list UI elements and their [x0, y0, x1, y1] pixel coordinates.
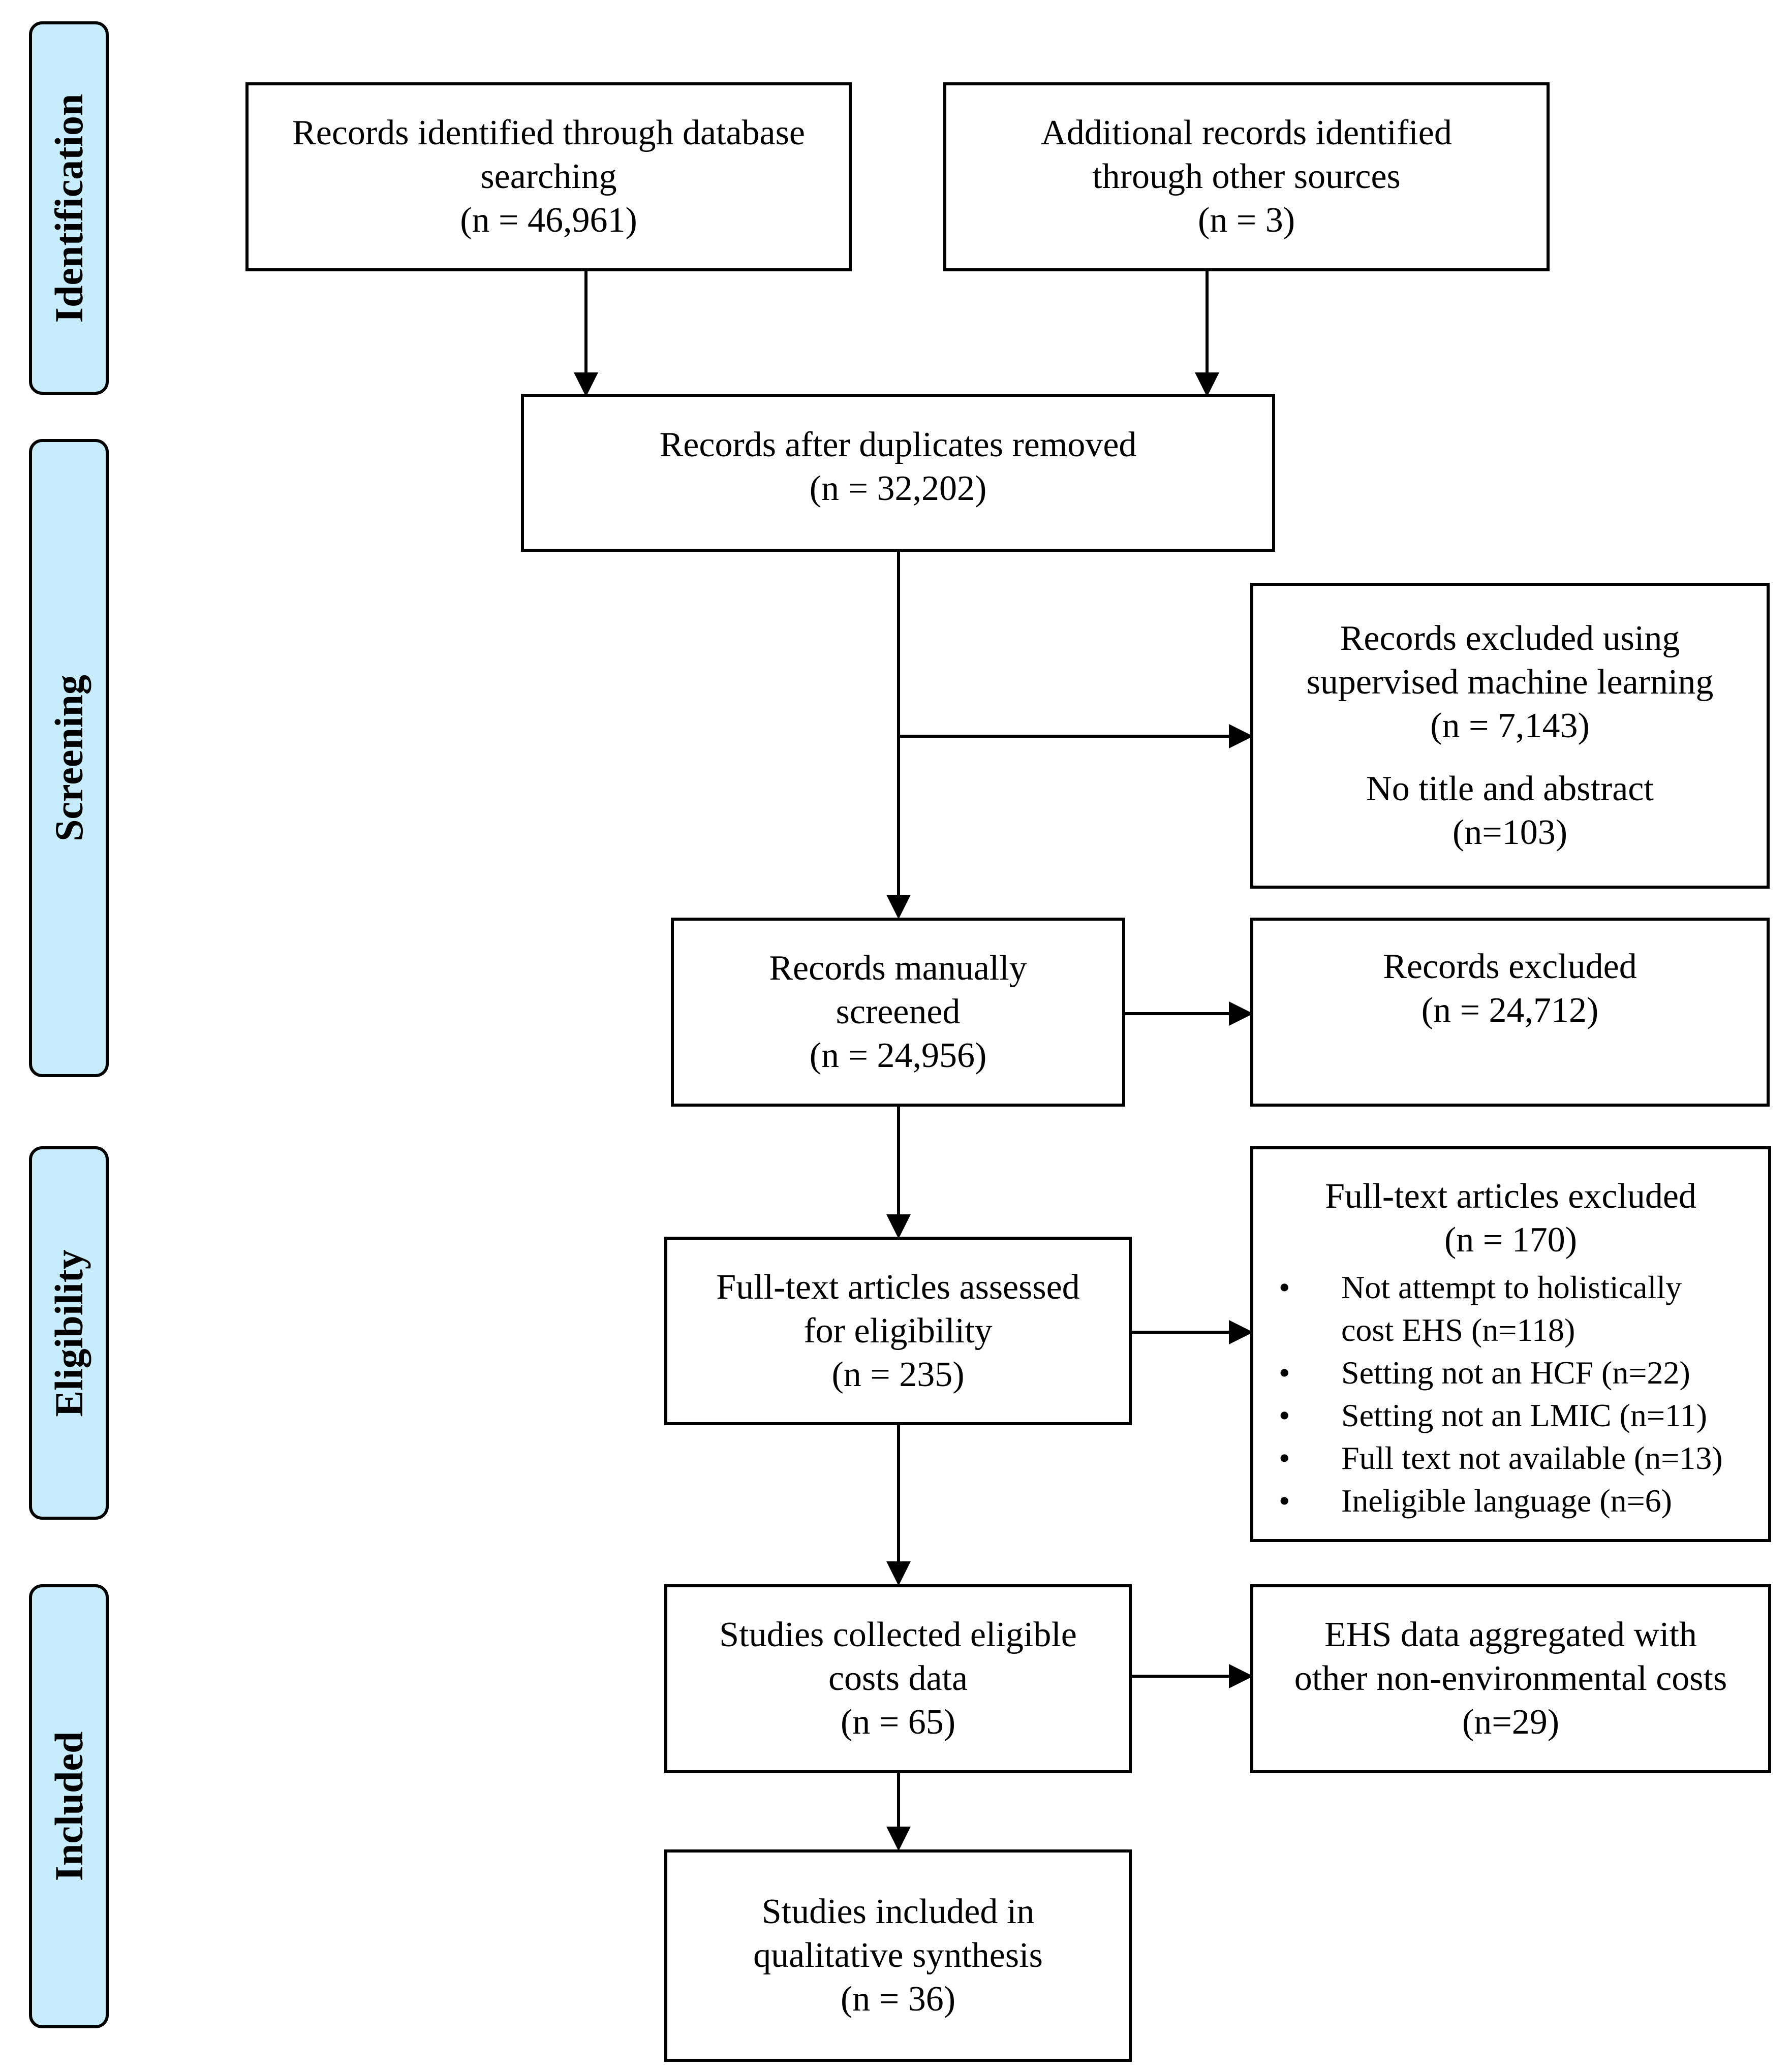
exclusion-reason-item: Full text not available (n=13) [1253, 1437, 1768, 1480]
reason-text: Full text not available (n=13) [1341, 1440, 1723, 1476]
other-sources-count: (n = 3) [1197, 201, 1295, 240]
box-records-excluded: Records excluded (n = 24,712) [1250, 918, 1770, 1107]
other-sources-line1: Additional records identified [1041, 113, 1452, 152]
box-aggregated: EHS data aggregated with other non-envir… [1250, 1584, 1771, 1773]
included-synthesis-line1: Studies included in [761, 1892, 1035, 1931]
phase-screening: Screening [29, 439, 109, 1077]
ml-excluded-count: (n = 7,143) [1430, 706, 1590, 745]
database-search-count: (n = 46,961) [460, 201, 637, 240]
box-included-synthesis: Studies included in qualitative synthesi… [664, 1849, 1132, 2062]
fulltext-assessed-line1: Full-text articles assessed [716, 1267, 1080, 1307]
no-abstract-line: No title and abstract [1366, 769, 1654, 808]
other-sources-line2: through other sources [1092, 157, 1401, 196]
aggregated-line2: other non-environmental costs [1294, 1659, 1727, 1698]
eligible-costs-line2: costs data [828, 1659, 968, 1698]
ml-excluded-line1: Records excluded using [1340, 619, 1680, 658]
exclusion-reason-item: Setting not an LMIC (n=11) [1253, 1394, 1768, 1437]
ml-excluded-line2: supervised machine learning [1306, 663, 1714, 702]
fulltext-excluded-title: Full-text articles excluded [1325, 1177, 1696, 1216]
box-eligible-costs: Studies collected eligible costs data (n… [664, 1584, 1132, 1773]
aggregated-line1: EHS data aggregated with [1324, 1615, 1697, 1654]
records-excluded-line1: Records excluded [1383, 947, 1637, 986]
records-excluded-count: (n = 24,712) [1421, 991, 1599, 1030]
exclusion-reasons-list: Not attempt to holistically cost EHS (n=… [1253, 1266, 1768, 1522]
reason-text: Not attempt to holistically [1341, 1269, 1682, 1305]
phase-included-label: Included [46, 1731, 91, 1881]
exclusion-reason-item: Not attempt to holistically cost EHS (n=… [1253, 1266, 1768, 1352]
reason-text-continued: cost EHS (n=118) [1341, 1312, 1575, 1348]
exclusion-reason-item: Setting not an HCF (n=22) [1253, 1352, 1768, 1394]
duplicates-removed-line1: Records after duplicates removed [659, 425, 1137, 464]
box-manually-screened: Records manually screened (n = 24,956) [671, 918, 1125, 1107]
database-search-line2: searching [480, 157, 617, 196]
box-database-search: Records identified through database sear… [245, 82, 852, 271]
phase-eligibility-label: Eligibility [46, 1249, 91, 1417]
box-duplicates-removed: Records after duplicates removed (n = 32… [521, 394, 1275, 552]
manually-screened-line2: screened [836, 992, 961, 1031]
box-fulltext-excluded: Full-text articles excluded (n = 170) No… [1250, 1146, 1771, 1542]
manually-screened-line1: Records manually [769, 949, 1027, 988]
reason-text: Setting not an LMIC (n=11) [1341, 1397, 1707, 1433]
eligible-costs-line1: Studies collected eligible [719, 1615, 1077, 1654]
phase-included: Included [29, 1584, 109, 2028]
reason-text: Setting not an HCF (n=22) [1341, 1355, 1690, 1391]
phase-eligibility: Eligibility [29, 1146, 109, 1520]
manually-screened-count: (n = 24,956) [809, 1036, 987, 1075]
aggregated-count: (n=29) [1462, 1703, 1560, 1742]
box-other-sources: Additional records identified through ot… [943, 82, 1550, 271]
fulltext-assessed-line2: for eligibility [804, 1311, 993, 1351]
duplicates-removed-count: (n = 32,202) [809, 469, 987, 508]
included-synthesis-line2: qualitative synthesis [753, 1936, 1043, 1975]
box-fulltext-assessed: Full-text articles assessed for eligibil… [664, 1237, 1132, 1425]
reason-text: Ineligible language (n=6) [1341, 1483, 1672, 1519]
box-ml-excluded: Records excluded using supervised machin… [1250, 583, 1770, 889]
fulltext-excluded-count: (n = 170) [1444, 1220, 1578, 1260]
exclusion-reason-item: Ineligible language (n=6) [1253, 1480, 1768, 1522]
database-search-line1: Records identified through database [292, 113, 805, 152]
phase-screening-label: Screening [46, 675, 91, 841]
no-abstract-count: (n=103) [1452, 813, 1568, 852]
included-synthesis-count: (n = 36) [840, 1980, 956, 2019]
phase-identification-label: Identification [46, 93, 91, 323]
fulltext-assessed-count: (n = 235) [831, 1355, 965, 1394]
eligible-costs-count: (n = 65) [840, 1703, 956, 1742]
phase-identification: Identification [29, 21, 109, 395]
